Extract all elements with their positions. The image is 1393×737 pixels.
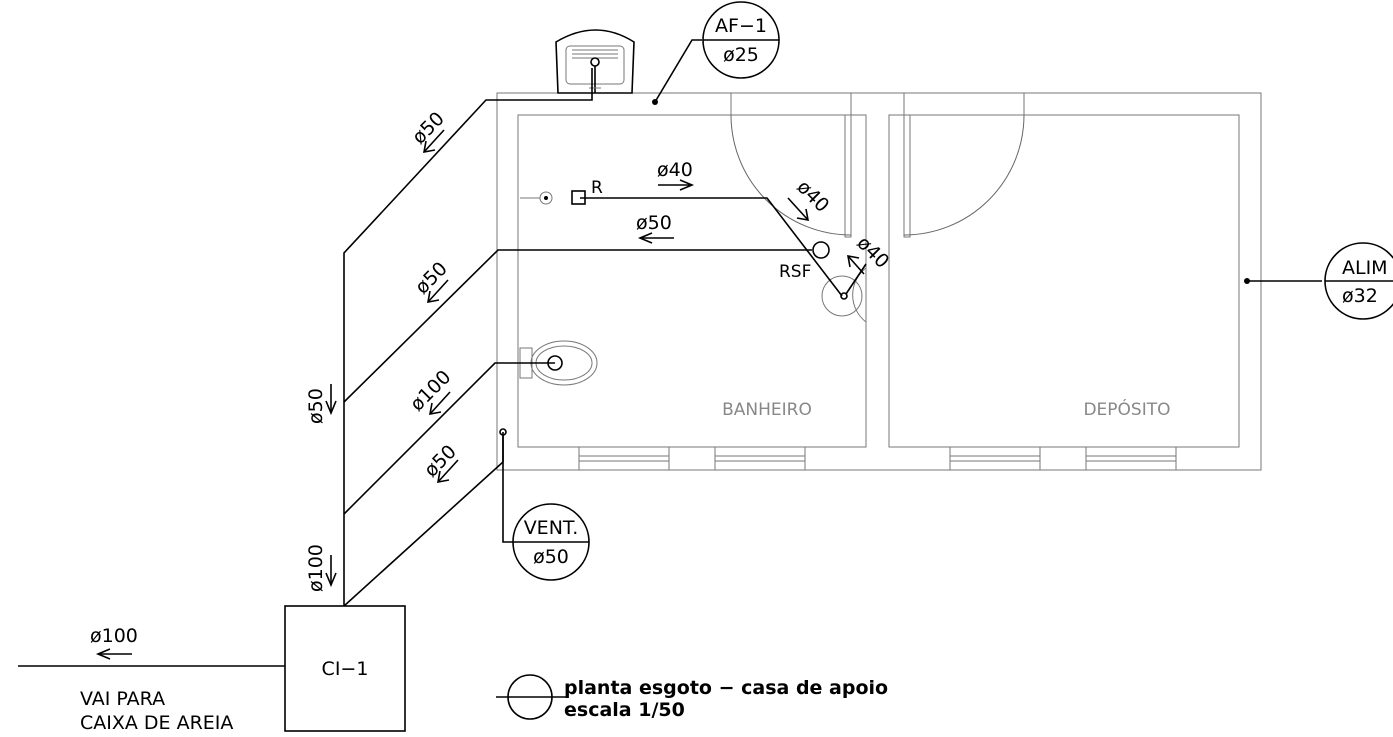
- tag-vent-bottom: ø50: [533, 546, 569, 568]
- pipe-label-vertical-1: ø50: [305, 388, 327, 424]
- room-label-storage: DEPÓSITO: [1083, 398, 1170, 420]
- outlet-note-line1: VAI PARA: [80, 688, 165, 710]
- label-rsf: RSF: [779, 262, 811, 282]
- flow-arrows: [95, 129, 865, 660]
- shower-fixture: [520, 191, 553, 205]
- washbasin-fixture: [821, 266, 867, 324]
- pipe-label-floor-drain: ø50: [636, 212, 672, 234]
- storage-walls: [888, 114, 1240, 448]
- pipe-label-outlet: ø100: [90, 625, 138, 647]
- tag-vent: VENT. ø50: [499, 428, 590, 581]
- label-r: R: [591, 178, 603, 198]
- pipe-label-vent: ø50: [420, 441, 461, 482]
- outlet-note-line2: CAIXA DE AREIA: [80, 712, 233, 734]
- tag-af1-bottom: ø25: [723, 44, 759, 66]
- bathroom-door: [730, 93, 852, 238]
- tag-af1: AF−1 ø25: [652, 1, 780, 105]
- pipe-label-branch-1: ø50: [411, 258, 452, 299]
- pipe-label-vertical-2: ø100: [305, 544, 327, 592]
- room-label-bathroom: BANHEIRO: [722, 400, 812, 420]
- laundry-sink-fixture: [555, 29, 635, 94]
- pipe-label-shower: ø40: [657, 159, 693, 181]
- inspection-box-label: CI−1: [322, 658, 369, 680]
- windows: [578, 446, 1177, 471]
- drawing-title: planta esgoto − casa de apoio escala 1/5…: [496, 674, 888, 721]
- storage-door: [903, 93, 1025, 238]
- sewer-pipes: [18, 68, 867, 732]
- title-line2: escala 1/50: [564, 699, 685, 721]
- tag-vent-top: VENT.: [524, 517, 579, 539]
- tag-alim-bottom: ø32: [1342, 285, 1378, 307]
- pipe-label-drain-top: ø50: [408, 108, 449, 149]
- tag-af1-top: AF−1: [715, 15, 767, 37]
- tag-alim: ALIM ø32: [1244, 242, 1393, 320]
- title-line1: planta esgoto − casa de apoio: [564, 677, 888, 699]
- inspection-box: [284, 605, 406, 732]
- tag-alim-top: ALIM: [1342, 257, 1388, 279]
